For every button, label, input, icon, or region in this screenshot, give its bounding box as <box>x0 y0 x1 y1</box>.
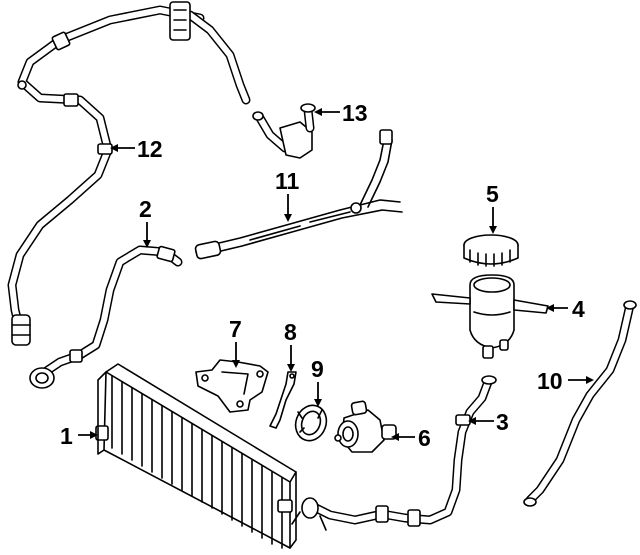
callout-labels: 1 2 3 4 5 6 7 8 9 10 11 12 13 <box>60 100 585 451</box>
callout-11: 11 <box>275 168 300 194</box>
pump-bracket-part <box>195 359 269 413</box>
water-pump-part <box>334 400 397 453</box>
upper-radiator-hose-part <box>7 1 251 346</box>
callout-7: 7 <box>229 316 242 342</box>
pump-hose-part <box>291 375 497 531</box>
hose-clamp-part <box>294 404 328 442</box>
overflow-hose-part <box>523 300 637 507</box>
callout-4: 4 <box>572 296 585 322</box>
callout-13: 13 <box>342 100 368 126</box>
lower-radiator-hose-part <box>29 245 183 389</box>
cooler-lines-part <box>194 129 403 260</box>
callout-5: 5 <box>486 181 499 207</box>
callout-10: 10 <box>537 368 563 394</box>
callout-8: 8 <box>284 319 297 345</box>
callout-2: 2 <box>139 196 152 222</box>
coolant-reservoir-part <box>431 274 549 359</box>
callout-9: 9 <box>311 356 324 382</box>
callout-1: 1 <box>60 423 73 449</box>
callout-6: 6 <box>418 425 431 451</box>
mounting-strap-part <box>269 371 297 429</box>
callout-3: 3 <box>496 409 509 435</box>
hose-connector-part <box>252 103 316 159</box>
callout-leaders <box>78 108 594 441</box>
reservoir-cap-part <box>463 234 519 267</box>
radiator-part <box>95 363 297 549</box>
callout-12: 12 <box>137 136 163 162</box>
